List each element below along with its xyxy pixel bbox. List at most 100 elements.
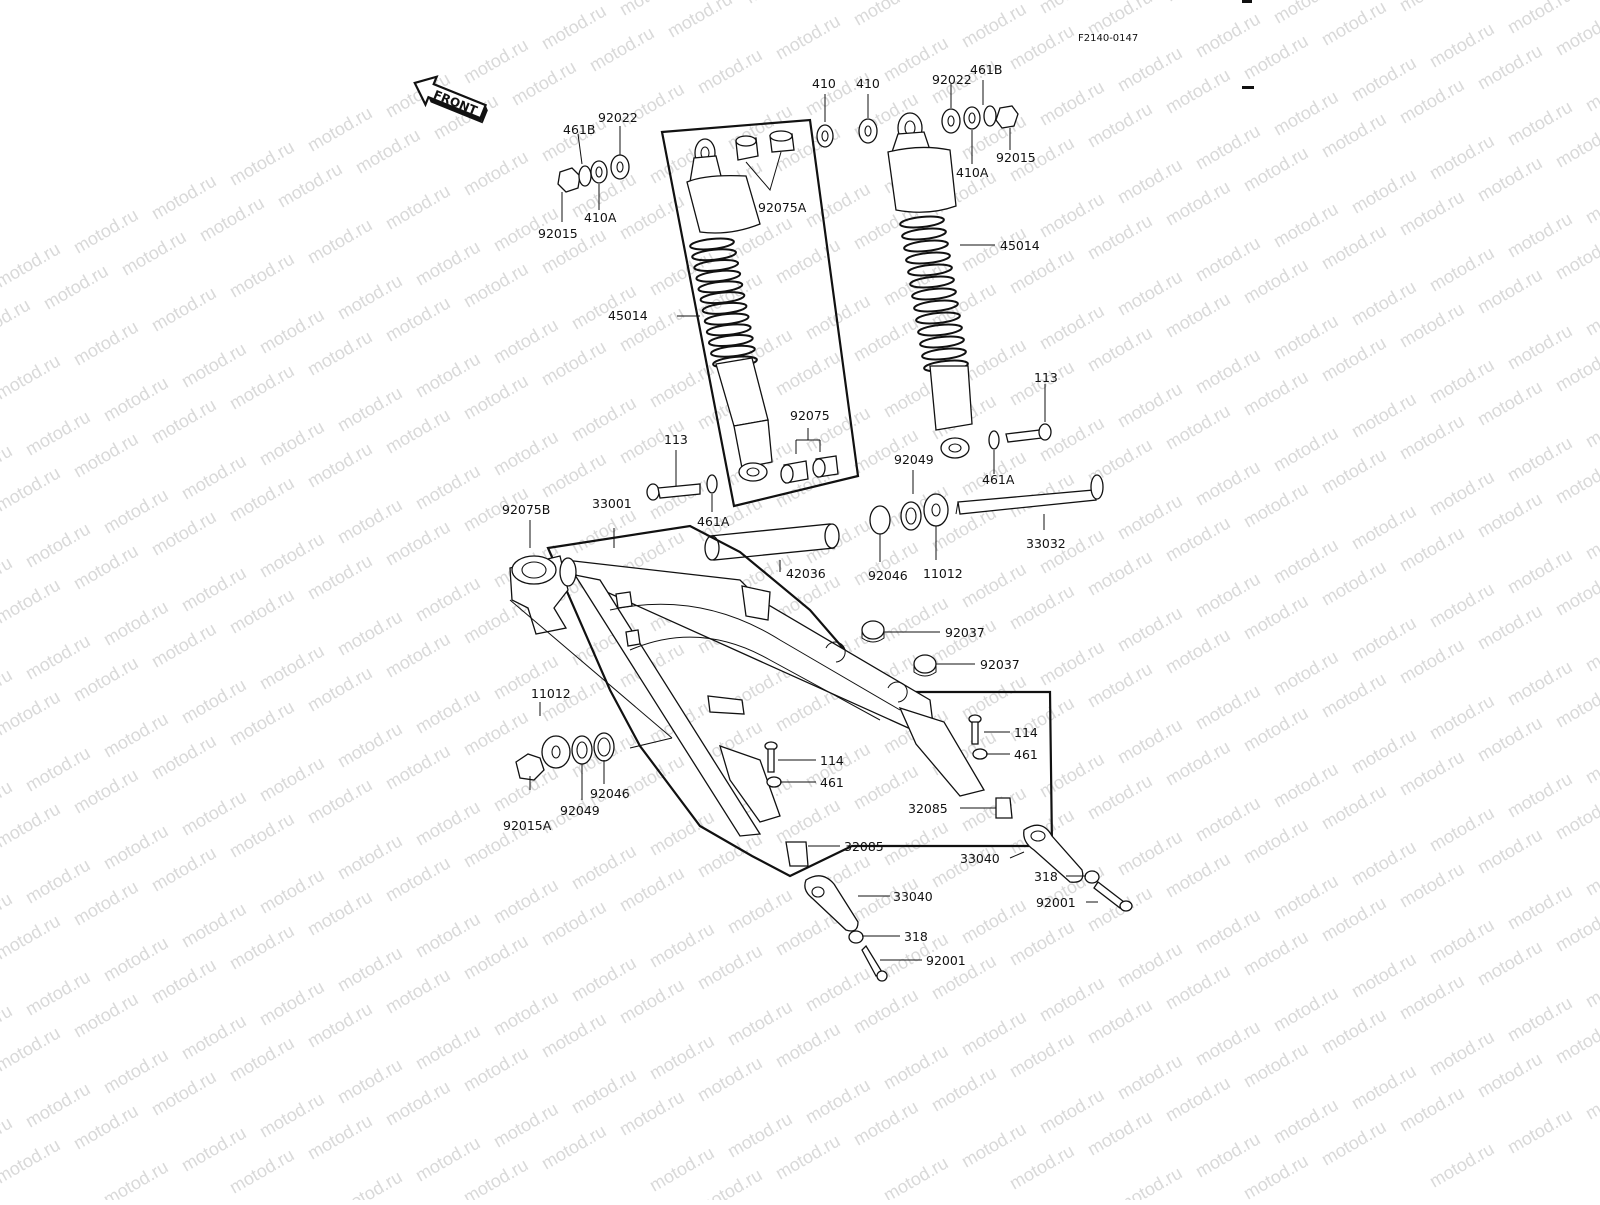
watermark-text: motod.ru [1240,31,1312,84]
bushing-92075A-icon [735,130,795,161]
watermark-text: motod.ru [70,541,142,594]
watermark-text: motod.ru [1582,399,1600,452]
watermark-text: motod.ru [1396,1083,1468,1136]
watermark-text: motod.ru [70,429,142,482]
watermark-text: motod.ru [382,741,454,794]
watermark-text: motod.ru [256,753,328,806]
watermark-text: motod.ru [1240,1151,1312,1200]
watermark-text: motod.ru [958,895,1030,948]
watermark-text: motod.ru [334,383,406,436]
label-92022-right: 92022 [932,72,972,87]
watermark-text: motod.ru [850,0,922,29]
watermark-text: motod.ru [1552,903,1600,956]
watermark-text: motod.ru [1348,277,1420,330]
watermark-text: motod.ru [1348,725,1420,778]
pivot-leader-line-2 [629,737,673,749]
watermark-text: motod.ru [1240,479,1312,532]
watermark-text: motod.ru [616,1087,688,1140]
watermark-text: motod.ru [1504,1105,1576,1158]
watermark-text: motod.ru [178,1011,250,1064]
watermark-text: motod.ru [226,809,298,862]
label-410-right: 410 [856,76,880,91]
watermark-text: motod.ru [772,795,844,848]
watermark-text: motod.ru [1114,155,1186,208]
spring-coil [911,287,957,301]
watermark-text: motod.ru [304,887,376,940]
label-11012-top: 11012 [923,566,963,581]
right-shock-absorber [887,112,973,459]
bolt-113-right-icon [988,423,1052,450]
watermark-text: motod.ru [1114,715,1186,768]
watermark-text: motod.ru [1270,759,1342,812]
watermark-text: motod.ru [1006,917,1078,970]
watermark-text: motod.ru [538,1121,610,1174]
watermark-text: motod.ru [382,853,454,906]
watermark-text: motod.ru [880,817,952,870]
sleeve-42036-icon [704,523,840,561]
watermark-text: motod.ru [1474,713,1546,766]
watermark-text: motod.ru [1426,467,1498,520]
watermark-text: motod.ru [646,807,718,860]
watermark-text: motod.ru [958,671,1030,724]
spring-coil [915,311,961,325]
watermark-text: motod.ru [1582,175,1600,228]
watermark-text: motod.ru [1084,995,1156,1048]
corner-mark [1242,0,1252,3]
watermark-text: motod.ru [226,361,298,414]
watermark-text: motod.ru [490,315,562,368]
spring-coil [899,215,945,229]
watermark-text: motod.ru [1270,871,1342,924]
watermark-text: motod.ru [412,573,484,626]
watermark-text: motod.ru [850,1097,922,1150]
watermark-text: motod.ru [1162,177,1234,230]
watermark-text: motod.ru [1162,513,1234,566]
watermark-text: motod.ru [1114,939,1186,992]
label-410-left: 410 [812,76,836,91]
watermark-text: motod.ru [148,731,220,784]
watermark-text: motod.ru [616,863,688,916]
watermark-text: motod.ru [802,179,874,232]
watermark-text: motod.ru [1114,379,1186,432]
watermark-text: motod.ru [1192,905,1264,958]
watermark-text: motod.ru [694,1165,766,1200]
watermark-text: motod.ru [256,529,328,582]
watermark-text: motod.ru [382,405,454,458]
diagram-code: F2140-0147 [1078,33,1138,44]
watermark-text: motod.ru [412,685,484,738]
label-33040-right: 33040 [960,851,1000,866]
label-33032: 33032 [1026,536,1066,551]
watermark-text: motod.ru [226,1033,298,1086]
watermark-text: motod.ru [178,1123,250,1176]
watermark-text: motod.ru [1348,53,1420,106]
watermark-text: motod.ru [850,985,922,1038]
watermark-text: motod.ru [490,875,562,928]
label-114-left: 114 [820,753,844,768]
watermark-text: motod.ru [412,349,484,402]
watermark-text: motod.ru [1552,567,1600,620]
watermark-text: motod.ru [334,1167,406,1200]
watermark-text: motod.ru [1474,825,1546,878]
watermark-text: motod.ru [1240,703,1312,756]
swingarm-33001 [563,559,986,837]
watermark-text: motod.ru [22,967,94,1020]
left-shock-box [660,118,860,508]
watermark-text: motod.ru [148,843,220,896]
watermark-text: motod.ru [1240,815,1312,868]
label-92037-b: 92037 [980,657,1020,672]
label-92015-left: 92015 [538,226,578,241]
watermark-text: motod.ru [1270,0,1342,27]
label-11012-left: 11012 [531,686,571,701]
watermark-text: motod.ru [694,941,766,994]
watermark-text: motod.ru [1114,491,1186,544]
watermark-text: motod.ru [1270,87,1342,140]
watermark-text: motod.ru [802,963,874,1016]
label-33040-left: 33040 [893,889,933,904]
bushing-92075-icon [780,455,839,484]
watermark-text: motod.ru [178,451,250,504]
watermark-text: motod.ru [1114,43,1186,96]
watermark-text: motod.ru [646,1031,718,1084]
watermark-text: motod.ru [334,271,406,324]
label-461A-left: 461A [697,514,730,529]
watermark-text: motod.ru [0,1135,64,1188]
